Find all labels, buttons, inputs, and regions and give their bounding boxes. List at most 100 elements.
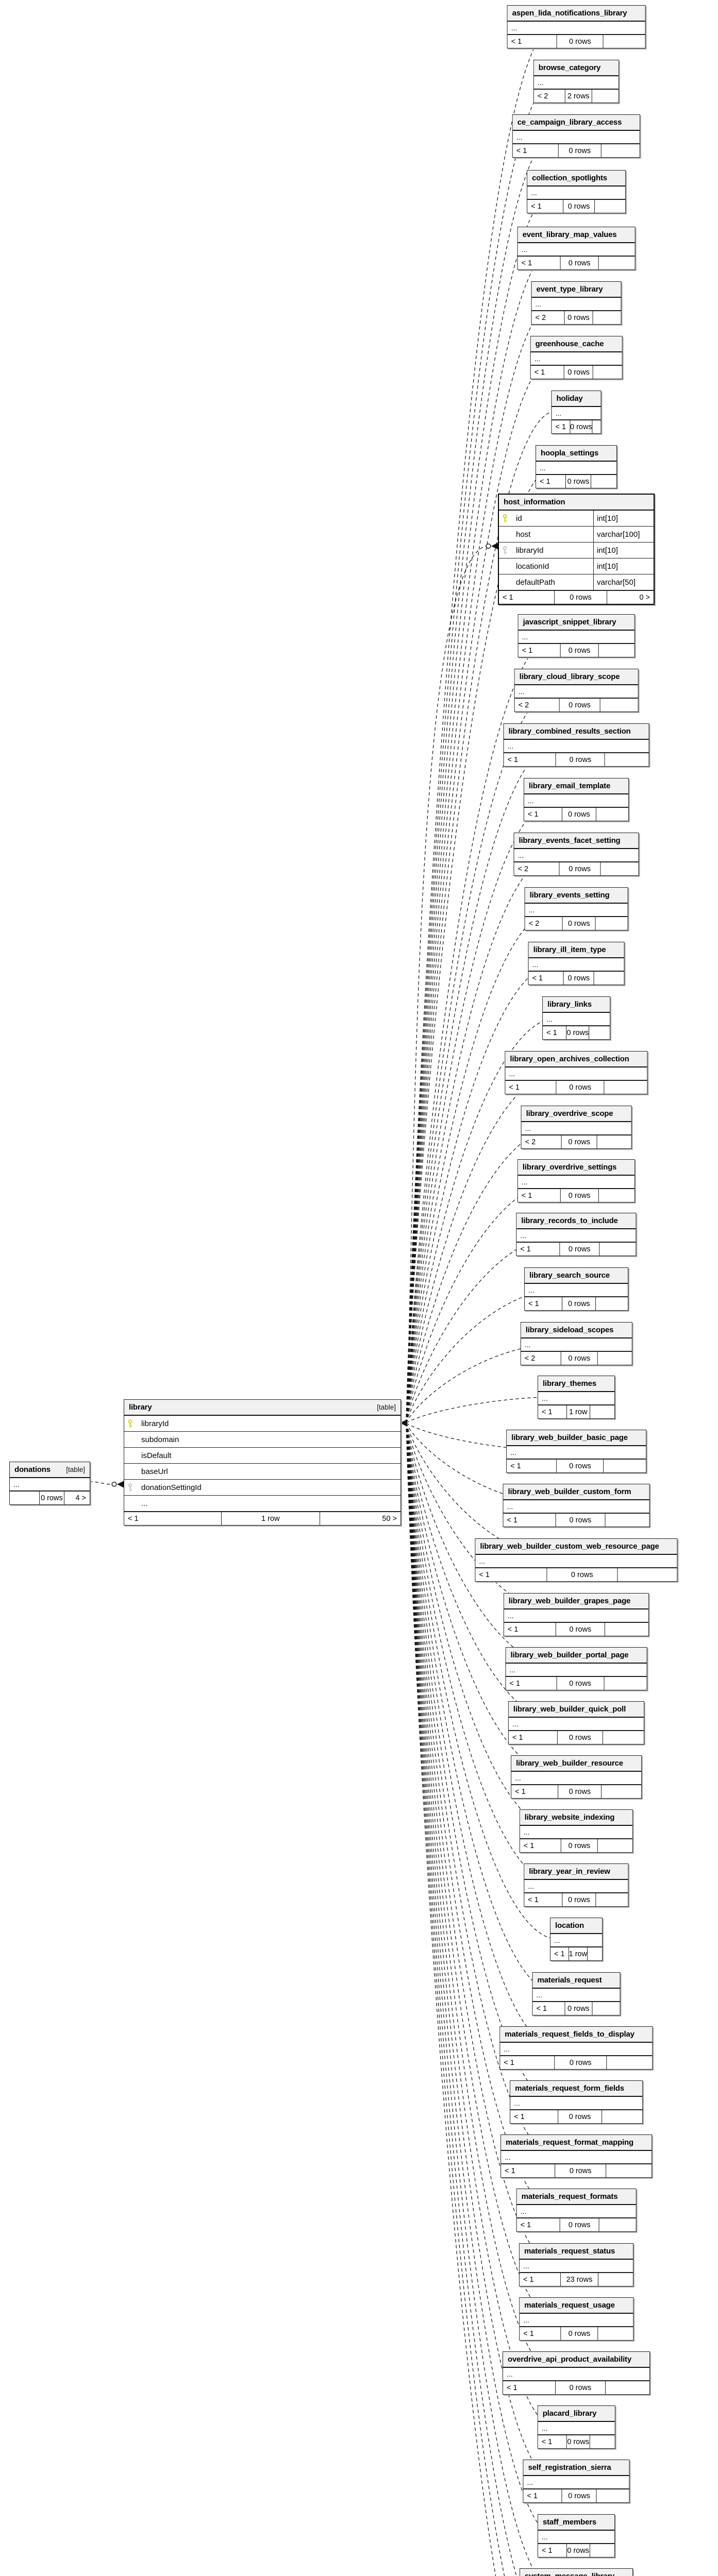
footer-children — [600, 699, 638, 711]
table-name: library_themes — [543, 1379, 596, 1388]
columns-ellipsis: ... — [538, 1392, 614, 1405]
footer-rowcount: 0 rows — [557, 35, 604, 48]
table-node-overdrive_api_product_availability[interactable]: overdrive_api_product_availability...< 1… — [503, 2351, 650, 2395]
table-header: holiday — [552, 391, 601, 407]
footer-rowcount: 0 rows — [557, 1731, 603, 1744]
table-name: library_email_template — [528, 782, 611, 790]
footer-rowcount: 0 rows — [560, 644, 599, 657]
columns-ellipsis: ... — [530, 352, 622, 365]
table-header: materials_request_format_mapping — [501, 2135, 652, 2151]
table-node-materials_request_fields_to_display[interactable]: materials_request_fields_to_display...< … — [499, 2026, 653, 2070]
key-slot — [499, 546, 516, 555]
column-type: int[10] — [593, 558, 654, 574]
columns-ellipsis: ... — [507, 1446, 646, 1459]
fk-edge-materials_request_format_mapping — [406, 1422, 553, 2156]
table-name: materials_request_fields_to_display — [505, 2030, 634, 2039]
columns-ellipsis: ... — [552, 407, 601, 420]
footer-children — [599, 257, 634, 269]
table-header: materials_request_formats — [516, 2189, 636, 2205]
footer-rowcount: 0 rows — [560, 2327, 598, 2340]
table-header: donations[table] — [10, 1462, 90, 1478]
footer-rowcount: 0 rows — [563, 972, 594, 985]
table-name: javascript_snippet_library — [523, 618, 616, 626]
table-node-library_web_builder_custom_web_resource_page[interactable]: library_web_builder_custom_web_resource_… — [475, 1538, 678, 1582]
footer-parents: < 1 — [521, 259, 532, 267]
table-node-system_message_library[interactable]: system_message_library...< 10 rows — [519, 2568, 633, 2576]
footer-rowcount: 0 rows — [555, 2164, 607, 2177]
zero-circle-connector — [486, 543, 491, 549]
fk-edge-placard_library — [406, 1422, 553, 2427]
footer-parents: < 1 — [521, 1191, 532, 1200]
column-type: varchar[100] — [593, 527, 654, 542]
table-header: event_library_map_values — [517, 227, 635, 243]
columns-ellipsis: ... — [508, 1718, 644, 1731]
footer-rowcount: 0 rows — [565, 475, 591, 488]
table-header: library_open_archives_collection — [505, 1052, 647, 1067]
table-header: host_information — [499, 495, 654, 511]
columns-ellipsis: ... — [518, 631, 634, 643]
footer-parents: < 1 — [503, 593, 513, 602]
fk-edge-self_registration_sierra — [406, 1422, 553, 2481]
footer-parents: < 1 — [479, 1570, 490, 1579]
footer-rowcount: 0 rows — [559, 1243, 600, 1256]
table-name: self_registration_sierra — [528, 2463, 611, 2472]
footer-rowcount: 0 rows — [564, 2002, 593, 2015]
columns-ellipsis: ... — [500, 2043, 653, 2056]
footer-rowcount: 0 rows — [558, 144, 602, 157]
footer-children: 50 > — [382, 1514, 397, 1523]
footer-parents: < 1 — [515, 1787, 526, 1796]
footer-parents: < 1 — [541, 2546, 553, 2555]
footer-children — [603, 1731, 644, 1744]
footer-parents: < 1 — [505, 2166, 515, 2175]
